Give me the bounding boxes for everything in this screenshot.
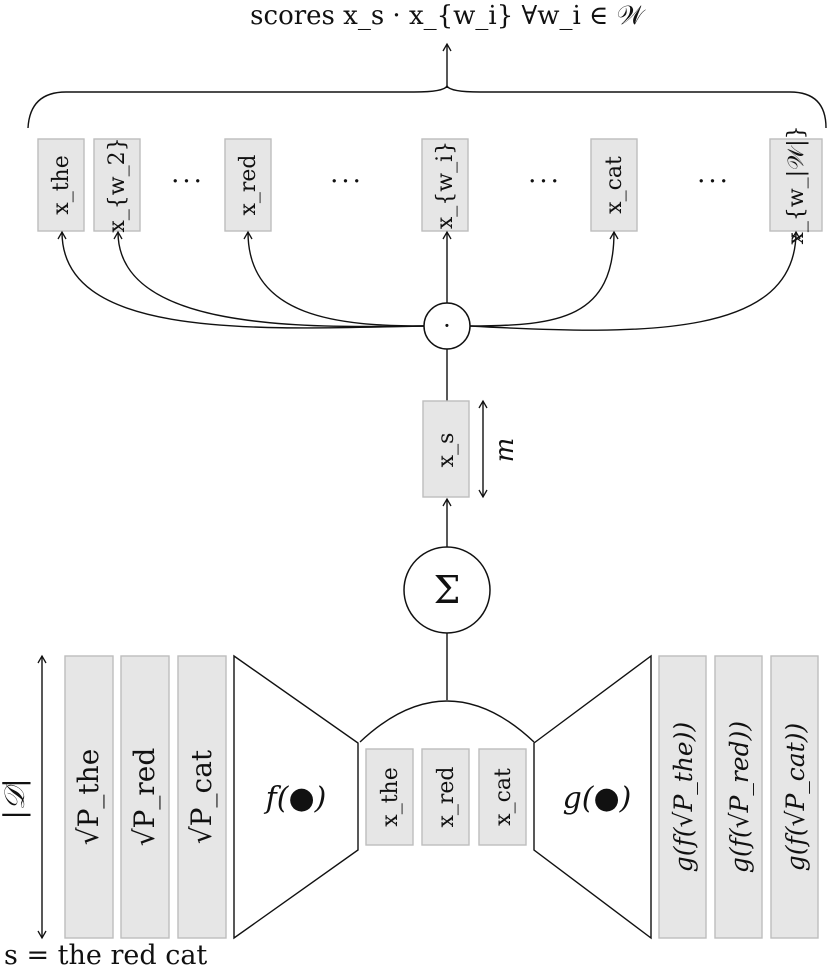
svg-text:x_the: x_the [378,767,403,826]
svg-text:x_s: x_s [434,433,459,468]
svg-text:x_cat: x_cat [602,156,627,214]
svg-text:x_red: x_red [236,154,261,215]
svg-text:g(f(√P_cat)): g(f(√P_cat)) [781,723,810,871]
svg-text:g(●): g(●) [563,781,632,816]
scores-label: scores x_s · x_{w_i} ∀w_i ∈ 𝒲 [250,1,646,31]
input-box: √P_red [120,655,170,939]
latent-box: x_red [421,748,470,846]
latent-arc [359,700,535,743]
vocab-box: x_{w_2} [93,137,141,233]
depth-label: |𝒟| [0,778,31,819]
svg-text:√P_red: √P_red [128,748,161,847]
latent-box: x_the [365,748,414,846]
vocab-box: x_the [37,138,85,232]
output-box: g(f(√P_cat)) [770,655,819,939]
svg-text:x_cat: x_cat [491,768,516,826]
input-box: √P_cat [177,655,227,939]
ellipsis: ··· [697,167,731,197]
vocab-box: x_{w_i} [421,138,469,232]
input-sentence: s = the red cat [4,940,207,970]
output-box: g(f(√P_red)) [714,655,763,939]
svg-text:x_{w_2}: x_{w_2} [105,137,130,232]
dot-product-fanout [57,230,801,331]
svg-text:g(f(√P_the)): g(f(√P_the)) [669,722,698,872]
output-box: g(f(√P_the)) [658,655,707,939]
sentence-vector-box: x_s [422,400,470,498]
encoder-f: f(●) [233,654,359,940]
svg-text:x_the: x_the [49,155,74,214]
vocab-box: x_red [224,138,272,232]
svg-text:x_{w_|𝒲|}: x_{w_|𝒲|} [784,125,809,244]
svg-text:·: · [443,312,451,340]
svg-text:x_red: x_red [434,766,459,827]
vocab-box: x_cat [590,138,638,232]
svg-text:Σ: Σ [434,568,461,612]
ellipsis: ··· [528,167,562,197]
ellipsis: ··· [330,167,364,197]
ellipsis: ··· [171,167,205,197]
svg-text:x_{w_i}: x_{w_i} [433,141,458,229]
dimension-label: m [490,438,520,463]
svg-text:√P_cat: √P_cat [185,749,218,844]
top-brace [27,84,827,129]
svg-text:g(f(√P_red)): g(f(√P_red)) [725,721,754,873]
svg-text:√P_the: √P_the [72,749,105,846]
vocab-box: x_{w_|𝒲|} [769,125,823,245]
dot-product-node: · [423,302,471,350]
input-box: √P_the [64,655,114,939]
sum-node: Σ [403,546,491,634]
svg-text:f(●): f(●) [264,781,327,816]
decoder-g: g(●) [533,654,652,940]
latent-box: x_cat [478,748,527,846]
